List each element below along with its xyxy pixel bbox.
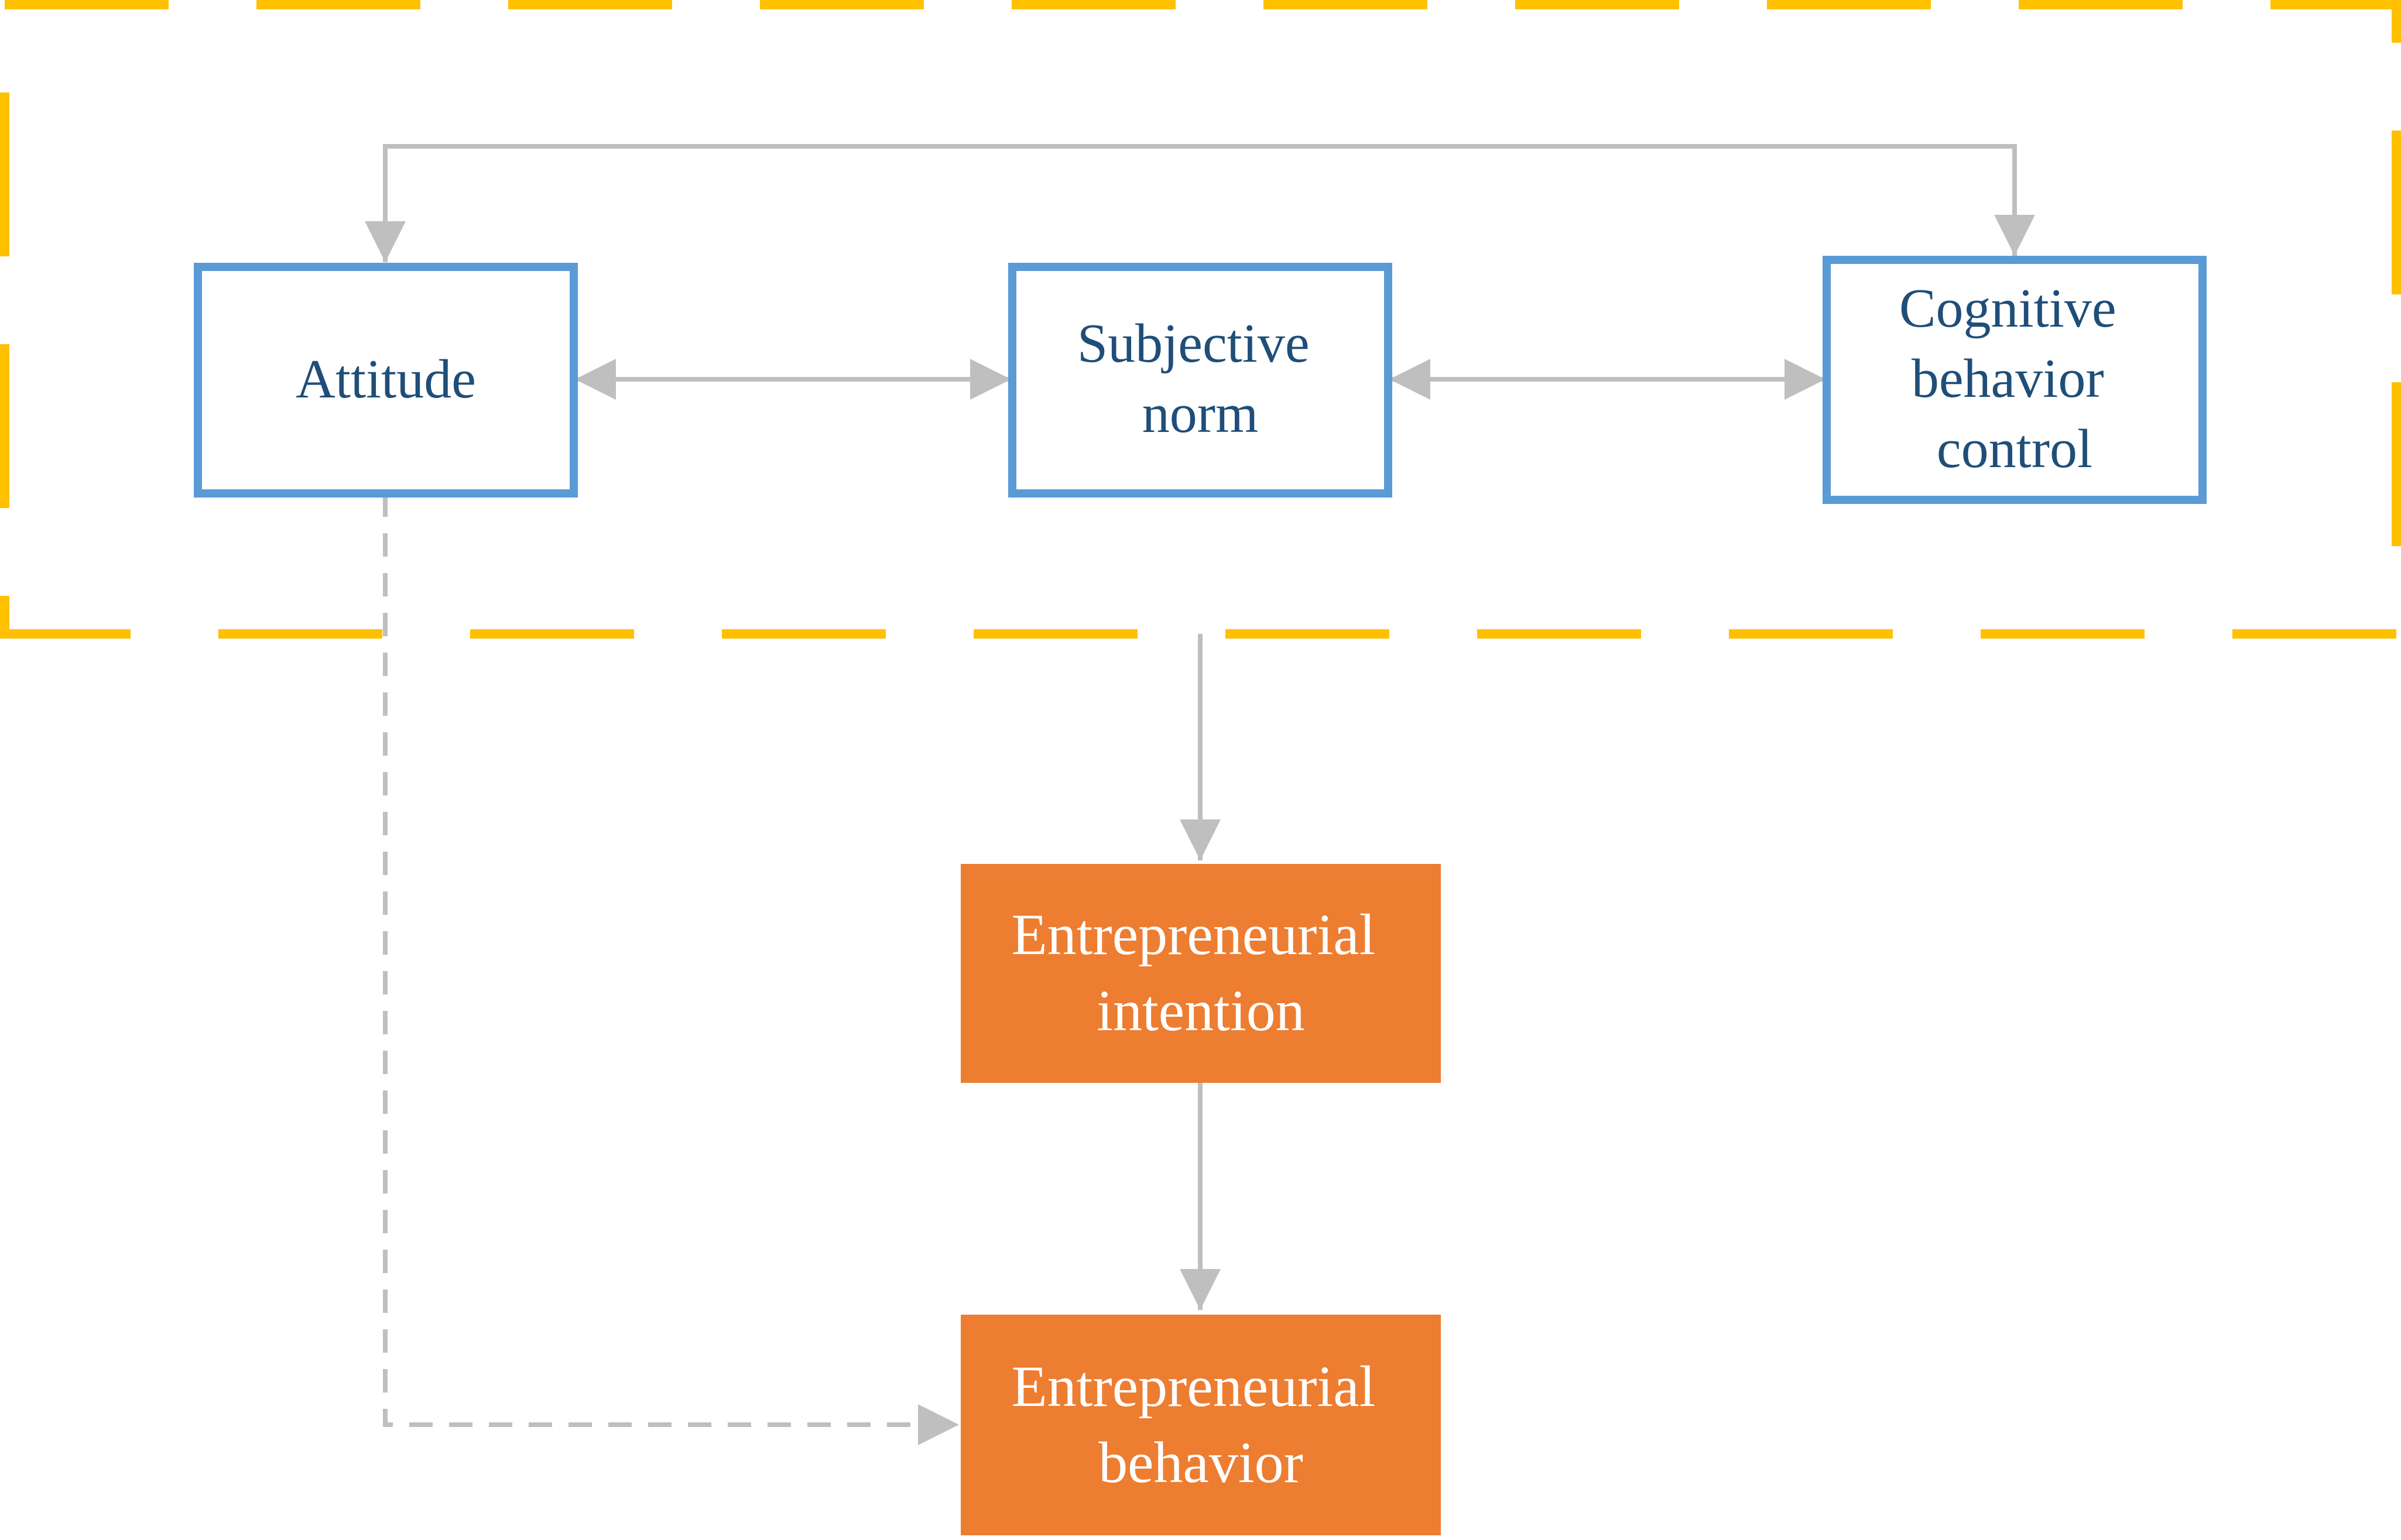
cognitive-behavior-control-node: Cognitive behavior control xyxy=(1823,256,2207,504)
entrepreneurial-intention-node: Entrepreneurial intention xyxy=(961,864,1441,1083)
behavior-label-line-2: behavior xyxy=(1098,1430,1303,1495)
cognitive-label-line-1: Cognitive xyxy=(1899,278,2116,339)
cognitive-label-line-3: control xyxy=(1937,419,2092,479)
svg-text:Entrepreneurial intentio: Entrepreneurial intention xyxy=(1012,902,1390,1043)
cognitive-label-line-2: behavior xyxy=(1912,348,2104,409)
intention-label-line-2: intention xyxy=(1097,978,1305,1043)
intention-label-line-1: Entrepreneurial xyxy=(1012,902,1376,967)
entrepreneurial-behavior-node: Entrepreneurial behavior xyxy=(961,1315,1441,1535)
subjective-norm-node: Subjective norm xyxy=(1008,263,1392,498)
attitude-to-behavior-dashed-arrow xyxy=(383,493,959,1445)
svg-text:Attitude: Attitude xyxy=(296,349,476,410)
attitude-label: Attitude xyxy=(296,349,476,410)
subjective-norm-label-line-1: Subjective xyxy=(1077,313,1310,374)
attitude-node: Attitude xyxy=(194,263,578,498)
attitude-cognitive-connector xyxy=(365,144,2035,262)
behavior-label-line-1: Entrepreneurial xyxy=(1012,1354,1376,1419)
svg-text:Entrepreneurial behavior: Entrepreneurial behavior xyxy=(1012,1354,1390,1495)
svg-text:Subjective norm: Subjective norm xyxy=(1077,313,1323,444)
subjective-norm-label-line-2: norm xyxy=(1142,383,1258,444)
svg-text:Cognitive behavior: Cognitive behavior control xyxy=(1899,278,2130,479)
